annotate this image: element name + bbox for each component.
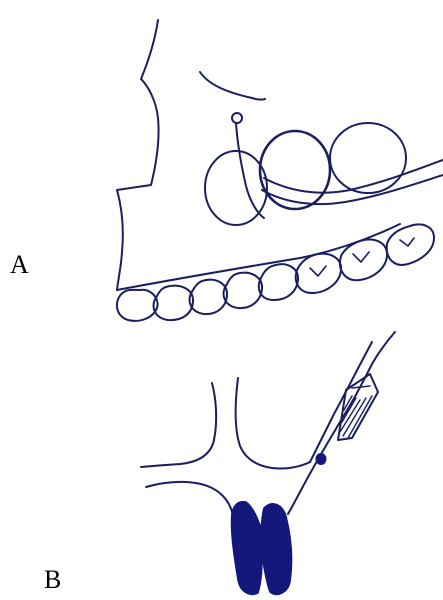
small-dot xyxy=(317,454,326,464)
dark-filled-mass xyxy=(231,502,291,595)
panel-label-b: B xyxy=(44,567,61,593)
tooth-8-fissure xyxy=(400,238,414,246)
tooth-4 xyxy=(224,273,262,308)
hatched-band-outline xyxy=(338,374,378,440)
circle-middle xyxy=(260,131,330,209)
tooth-1 xyxy=(117,290,158,321)
orbital-rim-stroke xyxy=(200,72,265,100)
posterior-line-upper xyxy=(264,160,443,193)
tooth-8 xyxy=(387,225,434,265)
tooth-3 xyxy=(190,280,227,314)
teeth-row xyxy=(117,225,434,321)
tooth-6 xyxy=(296,254,341,293)
maxilla-outline xyxy=(117,20,159,290)
circle-left xyxy=(205,151,267,225)
panel-b-drawing xyxy=(141,332,395,594)
left-arc xyxy=(141,383,216,467)
panel-a-drawing xyxy=(117,20,443,321)
diagonal-line-left xyxy=(310,342,372,462)
tooth-6-fissure xyxy=(310,266,326,276)
lower-left-arc xyxy=(146,482,232,512)
tooth-5 xyxy=(259,264,298,300)
circle-right xyxy=(330,123,406,193)
inner-stroke xyxy=(236,378,310,469)
panel-label-a: A xyxy=(10,252,29,278)
foramen-loop xyxy=(232,113,242,123)
tooth-7-fissure xyxy=(353,252,369,262)
tooth-2 xyxy=(154,286,193,320)
